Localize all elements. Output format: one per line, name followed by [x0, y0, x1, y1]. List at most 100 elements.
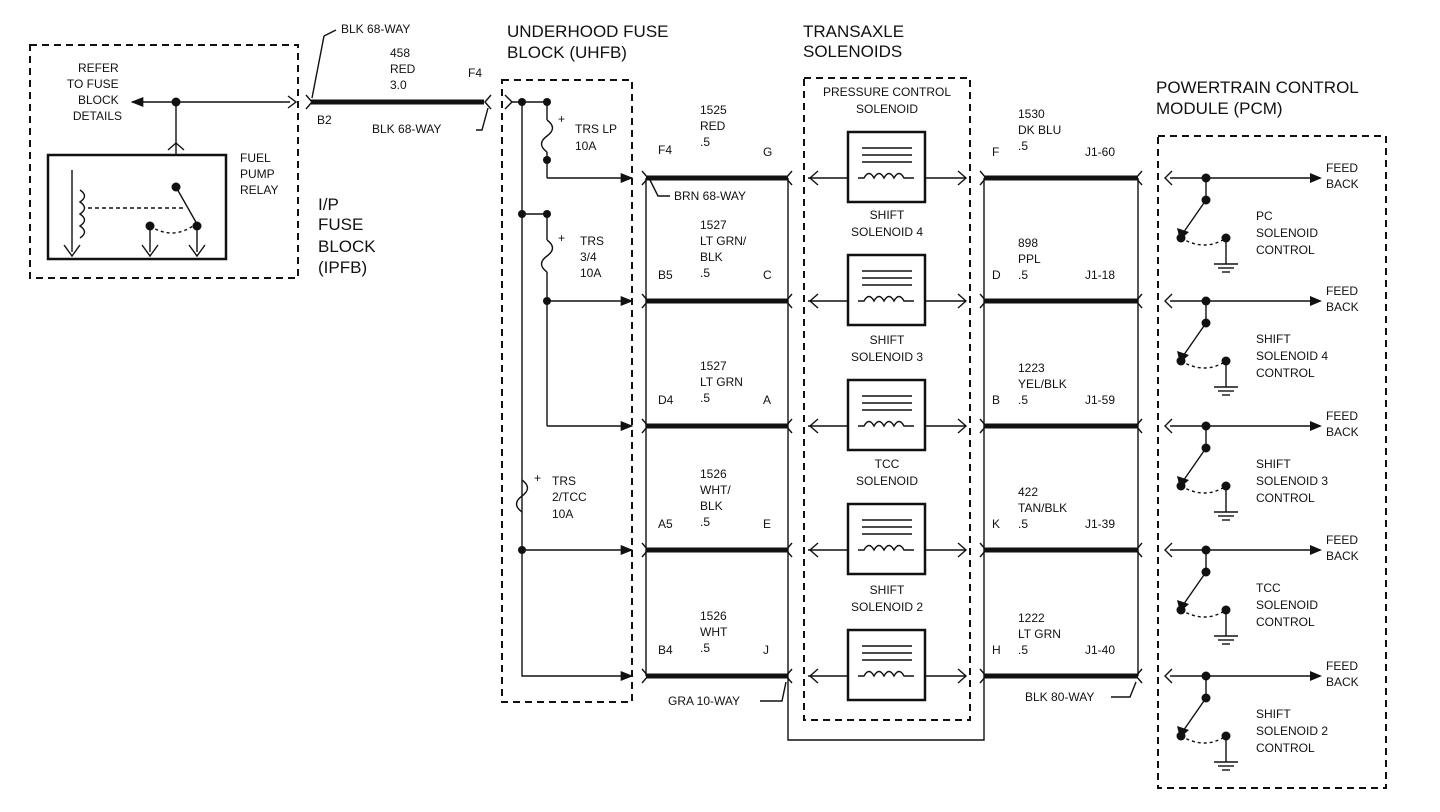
- uhfb-bus-dot-top: [518, 98, 526, 106]
- fuse3-plus: +: [534, 471, 541, 485]
- uhfb-dashed-boundary: [501, 79, 633, 703]
- solenoid-out-pin: D: [992, 268, 1001, 282]
- sol-in-connector-mark: [785, 293, 793, 309]
- sol-out-connector-mark: [979, 293, 987, 309]
- pcm-title: POWERTRAIN CONTROL MODULE (PCM): [1156, 78, 1363, 118]
- solenoid-right-connector: [957, 293, 968, 309]
- driver-switch-blade: [1180, 199, 1207, 237]
- channel-3: [641, 301, 1322, 521]
- sol-in-connector-mark: [785, 542, 793, 558]
- solenoid-box: [846, 502, 927, 576]
- transaxle-dashed-boundary: [803, 77, 971, 721]
- pcm-pin: J1-59: [1085, 393, 1115, 407]
- driver-switch-travel: [1180, 237, 1227, 246]
- driver-switch-blade: [1180, 571, 1207, 609]
- pcm-dashed-boundary: [1157, 135, 1387, 789]
- solenoid-right-connector: [957, 418, 968, 434]
- pcm-input-connector: [1164, 418, 1173, 434]
- driver-switch-blade: [1180, 697, 1207, 735]
- gra-connector-leader: [760, 681, 787, 702]
- uhfb-section: UNDERHOOD FUSE BLOCK (UHFB) + TRS LP 10A…: [501, 22, 787, 708]
- sol-in-connector-mark: [785, 418, 793, 434]
- relay-coil-lead: [63, 170, 81, 258]
- feedback-arrow: [1310, 173, 1322, 183]
- ipfb-title: I/P FUSE BLOCK (IPFB): [318, 195, 380, 277]
- solenoid-right-connector: [957, 170, 968, 186]
- solenoid-out-pin: B: [992, 393, 1000, 407]
- sol-in-connector-mark: [785, 668, 793, 684]
- solenoid-box: [846, 628, 927, 702]
- connector-top-leader-2: [311, 35, 325, 99]
- transaxle-ground-loop: [787, 676, 985, 741]
- fuse3-label: TRS 2/TCC 10A: [552, 474, 590, 521]
- pcm-pin: J1-18: [1085, 268, 1115, 282]
- fuse1-label: TRS LP 10A: [575, 122, 620, 153]
- sol-in-connector-mark: [785, 170, 793, 186]
- pcm-connector-mark: [1135, 542, 1143, 558]
- solenoid-coil-icon: [858, 544, 914, 552]
- channel-5: [641, 550, 1322, 771]
- ipfb-dashed-boundary: [29, 44, 299, 279]
- driver-switch-travel: [1180, 735, 1227, 744]
- uhfb-pin: D4: [658, 393, 674, 407]
- channel-1: [641, 130, 1322, 273]
- brn-connector-leader: [649, 179, 670, 197]
- pcm-pin: J1-60: [1085, 145, 1115, 159]
- solenoid-coil-icon: [858, 670, 914, 678]
- solenoid-box: [846, 253, 927, 327]
- pcm-section: POWERTRAIN CONTROL MODULE (PCM) BLK 80-W…: [1025, 78, 1387, 789]
- solenoid-in-pin: C: [763, 268, 772, 282]
- feedback-arrow: [1310, 296, 1322, 306]
- fuel-pump-relay-box: [46, 153, 228, 261]
- driver-switch-blade: [1180, 447, 1207, 485]
- fuse2-top-dot: [543, 210, 551, 218]
- fuse2-icon: [540, 239, 554, 273]
- pcm-input-connector: [1164, 668, 1173, 684]
- transaxle-title: TRANSAXLE SOLENOIDS: [803, 22, 909, 61]
- relay-switch-blade: [175, 186, 198, 225]
- pcm-input-connector: [1164, 170, 1173, 186]
- solenoid-coil-icon: [858, 420, 914, 428]
- sol-out-connector-mark: [979, 418, 987, 434]
- brn-connector-label: BRN 68-WAY: [674, 189, 746, 203]
- uhfb-pin: B5: [658, 268, 673, 282]
- uhfb-connector-mark: [641, 418, 649, 434]
- solenoid-in-pin: A: [763, 393, 771, 407]
- fuse2-plus: +: [558, 231, 565, 245]
- fuse2-label: TRS 3/4 10A: [580, 234, 607, 280]
- pcm-pin: J1-39: [1085, 517, 1115, 531]
- uhfb-pin: F4: [658, 143, 672, 157]
- fuse1-icon: [540, 119, 554, 153]
- driver-switch-travel: [1180, 609, 1227, 618]
- ipfb-connector-mark: [287, 95, 298, 109]
- solenoid-left-connector: [808, 668, 819, 684]
- transaxle-section: TRANSAXLE SOLENOIDS: [787, 22, 985, 741]
- ipfb-connector-top-label: BLK 68-WAY: [341, 22, 410, 36]
- uhfb-connector-mark: [641, 170, 649, 186]
- blk80-connector-label: BLK 80-WAY: [1025, 690, 1094, 704]
- driver-switch-travel: [1180, 360, 1227, 369]
- gra-connector-label: GRA 10-WAY: [668, 694, 740, 708]
- ipfb-section: I/P FUSE BLOCK (IPFB) REFER TO FUSE BLOC…: [29, 44, 380, 279]
- sol-out-connector-mark: [979, 170, 987, 186]
- solenoid-left-connector: [808, 418, 819, 434]
- feed-pin-out: B2: [317, 113, 332, 127]
- feed-left-connector: [305, 94, 313, 110]
- blk80-connector-leader: [1111, 681, 1137, 698]
- relay-nc-lead: [141, 226, 159, 258]
